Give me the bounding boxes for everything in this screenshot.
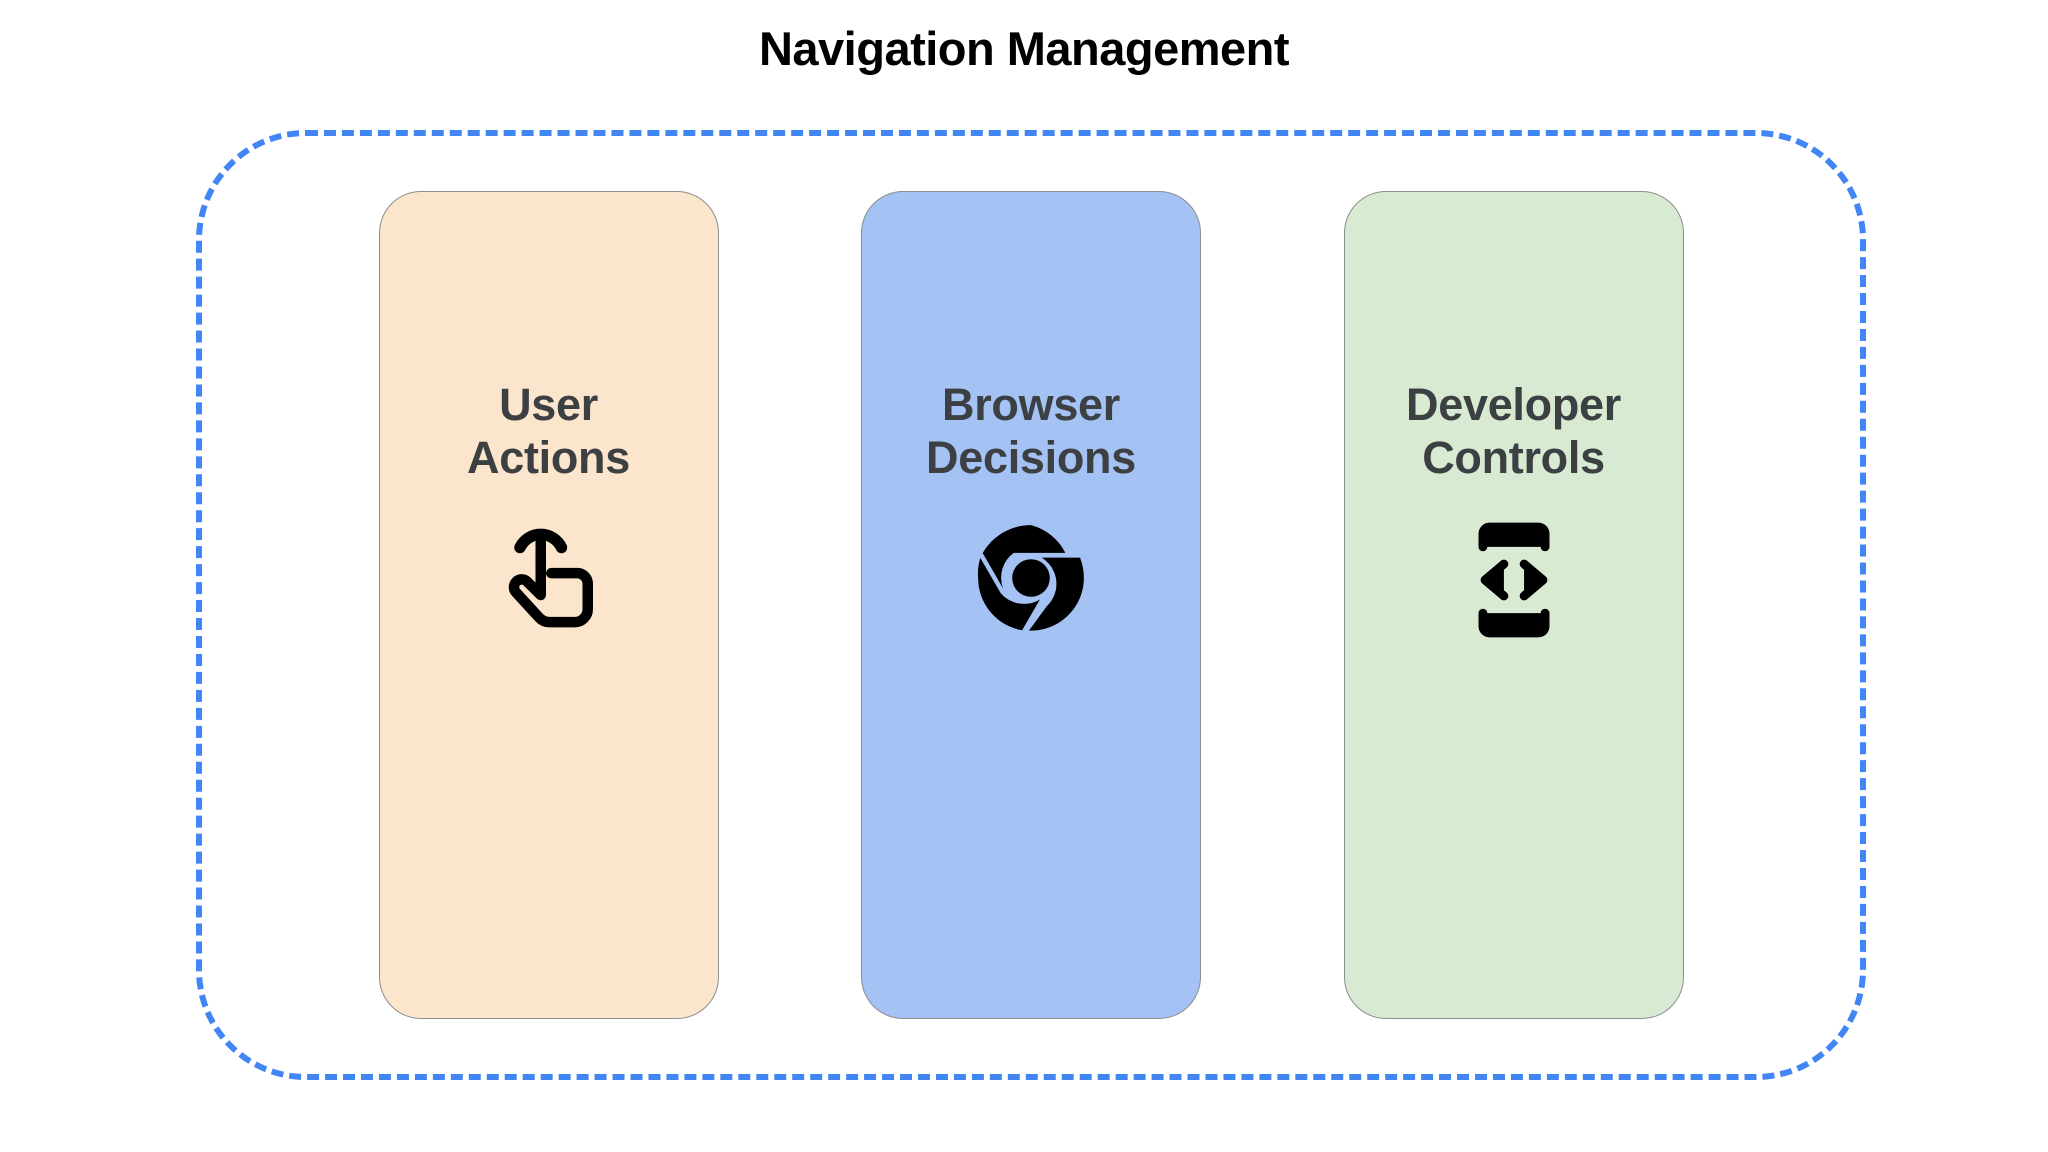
card-developer-controls-label-line1: Developer	[1406, 379, 1621, 430]
card-developer-controls-label-line2: Controls	[1422, 432, 1605, 484]
developer-mode-icon	[1345, 517, 1683, 643]
card-user-actions[interactable]: User Actions	[378, 191, 719, 1019]
card-user-actions-label: User Actions	[380, 378, 718, 484]
card-developer-controls-label: Developer Controls	[1345, 378, 1683, 484]
cards-row: User Actions Browser Decisions	[196, 130, 1866, 1080]
navigation-management-group-outline	[196, 130, 1866, 1080]
chrome-logo-icon	[862, 517, 1200, 639]
card-browser-decisions-label: Browser Decisions	[862, 378, 1200, 484]
card-developer-controls[interactable]: Developer Controls	[1343, 191, 1684, 1019]
card-browser-decisions[interactable]: Browser Decisions	[861, 191, 1201, 1019]
card-user-actions-label-line2: Actions	[467, 432, 630, 484]
card-browser-decisions-label-line1: Browser	[942, 379, 1120, 430]
card-browser-decisions-label-line2: Decisions	[926, 432, 1136, 484]
touch-app-icon	[380, 517, 718, 647]
card-user-actions-label-line1: User	[499, 379, 598, 430]
page-title: Navigation Management	[758, 22, 1290, 75]
